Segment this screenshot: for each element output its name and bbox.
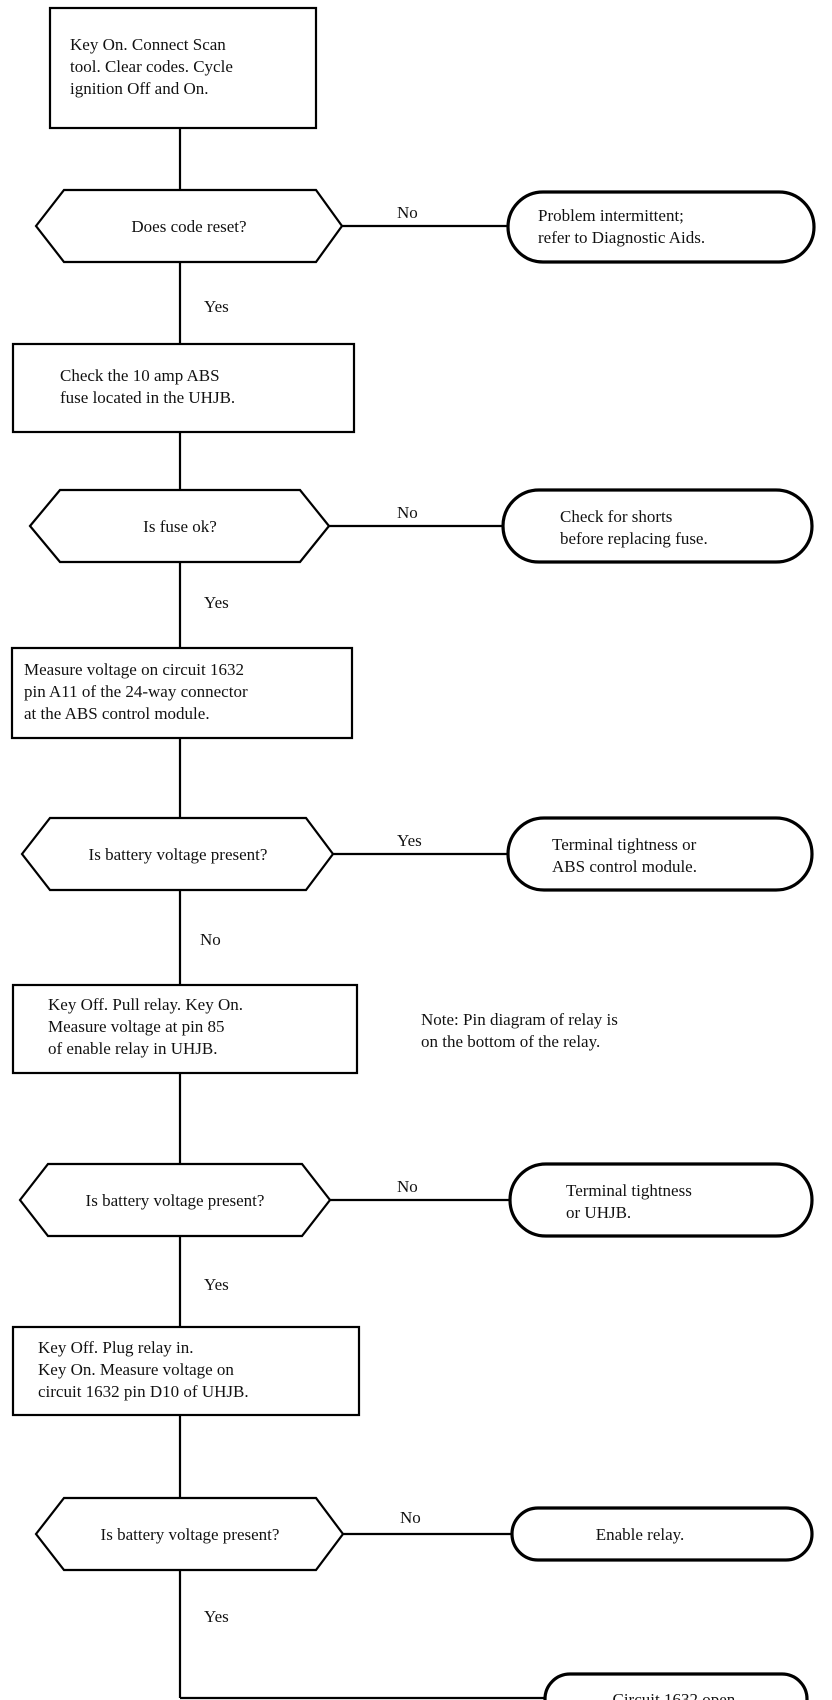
edge-label-battery1-no: No — [200, 930, 221, 949]
outcome-shorts-text: Check for shorts before replacing fuse. — [560, 507, 708, 548]
edge-label-code-reset-yes: Yes — [204, 297, 229, 316]
outcome-shorts: Check for shorts before replacing fuse. — [501, 488, 814, 564]
decision-fuse-ok: Is fuse ok? — [28, 488, 331, 564]
process-box-plug-relay-text: Key Off. Plug relay in. Key On. Measure … — [38, 1338, 249, 1401]
decision-code-reset: Does code reset? — [34, 188, 344, 264]
decision-battery-2: Is battery voltage present? — [18, 1162, 332, 1238]
edge-label-battery1-yes: Yes — [397, 831, 422, 850]
decision-code-reset-text: Does code reset? — [131, 217, 246, 236]
process-box-measure-a11: Measure voltage on circuit 1632 pin A11 … — [10, 646, 354, 740]
decision-battery-2-text: Is battery voltage present? — [86, 1191, 265, 1210]
process-box-pull-relay: Key Off. Pull relay. Key On. Measure vol… — [11, 983, 359, 1075]
process-box-check-fuse: Check the 10 amp ABS fuse located in the… — [11, 342, 356, 434]
decision-battery-3-text: Is battery voltage present? — [101, 1525, 280, 1544]
process-box-plug-relay: Key Off. Plug relay in. Key On. Measure … — [11, 1325, 361, 1417]
edge-label-battery2-yes: Yes — [204, 1275, 229, 1294]
connectors — [178, 128, 545, 1700]
process-box-measure-a11-text: Measure voltage on circuit 1632 pin A11 … — [24, 660, 252, 723]
decision-fuse-ok-text: Is fuse ok? — [143, 517, 217, 536]
outcome-terminal-uhjb: Terminal tightness or UHJB. — [508, 1162, 814, 1238]
outcome-enable-relay-text: Enable relay. — [596, 1525, 685, 1544]
decision-battery-3: Is battery voltage present? — [34, 1496, 345, 1572]
edge-labels: No Yes No Yes Yes No No Yes No Yes — [200, 203, 422, 1626]
decision-battery-1-text: Is battery voltage present? — [89, 845, 268, 864]
outcome-terminal-abs-text: Terminal tightness or ABS control module… — [552, 835, 700, 876]
process-box-check-fuse-text: Check the 10 amp ABS fuse located in the… — [60, 366, 235, 407]
process-box-start-text: Key On. Connect Scan tool. Clear codes. … — [70, 35, 237, 98]
process-box-start: Key On. Connect Scan tool. Clear codes. … — [48, 6, 318, 130]
outcome-circuit-open: Circuit 1632 open. — [543, 1672, 809, 1700]
outcome-intermittent: Problem intermittent; refer to Diagnosti… — [506, 190, 816, 264]
outcome-terminal-uhjb-text: Terminal tightness or UHJB. — [566, 1181, 696, 1222]
edge-label-battery3-no: No — [400, 1508, 421, 1527]
edge-label-code-reset-no: No — [397, 203, 418, 222]
edge-label-fuse-yes: Yes — [204, 593, 229, 612]
edge-label-battery3-yes: Yes — [204, 1607, 229, 1626]
outcome-circuit-open-text: Circuit 1632 open. — [612, 1690, 739, 1700]
edge-label-fuse-no: No — [397, 503, 418, 522]
outcome-enable-relay: Enable relay. — [510, 1506, 814, 1562]
decision-battery-1: Is battery voltage present? — [20, 816, 335, 892]
relay-note: Note: Pin diagram of relay is on the bot… — [421, 1010, 622, 1051]
process-box-pull-relay-text: Key Off. Pull relay. Key On. Measure vol… — [48, 995, 247, 1058]
edge-label-battery2-no: No — [397, 1177, 418, 1196]
outcome-intermittent-text: Problem intermittent; refer to Diagnosti… — [538, 206, 705, 247]
outcome-terminal-abs: Terminal tightness or ABS control module… — [506, 816, 814, 892]
